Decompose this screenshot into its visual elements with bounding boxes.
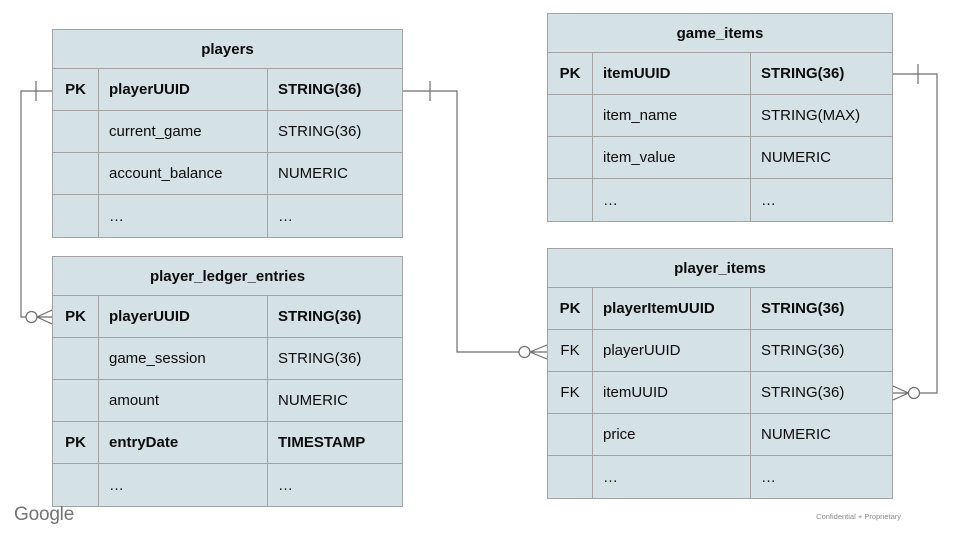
key-cell (53, 380, 99, 421)
table-row-ellipsis: … … (548, 456, 892, 498)
column-type-cell: … (278, 207, 293, 225)
crow-foot-many (529, 344, 548, 360)
table-row: price NUMERIC (548, 414, 892, 456)
column-name-cell: itemUUID (593, 372, 751, 413)
table-row: item_value NUMERIC (548, 137, 892, 179)
table-row: account_balance NUMERIC (53, 153, 402, 195)
column-type-cell: STRING(36) (278, 308, 362, 325)
table-title: game_items (548, 14, 892, 53)
key-cell (53, 464, 99, 506)
key-cell (53, 111, 99, 152)
key-cell: PK (548, 288, 593, 329)
key-cell (548, 137, 593, 178)
column-type-cell: NUMERIC (278, 165, 348, 182)
column-name-cell: item_value (593, 137, 751, 178)
column-name-cell: playerItemUUID (593, 288, 751, 329)
table-row-ellipsis: … … (548, 179, 892, 221)
column-name-cell: … (593, 456, 751, 498)
entity-table-game-items: game_items PK itemUUID STRING(36) item_n… (547, 13, 893, 222)
column-type-cell: … (761, 191, 776, 209)
key-cell (53, 153, 99, 194)
column-name-cell: … (99, 195, 268, 237)
key-cell: PK (53, 296, 99, 337)
entity-table-players: players PK playerUUID STRING(36) current… (52, 29, 403, 238)
table-row: amount NUMERIC (53, 380, 402, 422)
classification-label: Confidential + Proprietary (816, 512, 901, 521)
column-name-cell: playerUUID (99, 69, 268, 110)
table-row: item_name STRING(MAX) (548, 95, 892, 137)
key-cell (548, 456, 593, 498)
column-name-cell: itemUUID (593, 53, 751, 94)
crow-foot-many (36, 309, 53, 325)
column-type-cell: STRING(36) (761, 65, 845, 82)
relationship-players-to-ledger (20, 81, 53, 325)
column-type-cell: … (761, 468, 776, 486)
key-cell (53, 195, 99, 237)
column-type-cell: TIMESTAMP (278, 434, 366, 451)
table-row: PK playerItemUUID STRING(36) (548, 288, 892, 330)
key-cell: FK (548, 330, 593, 371)
entity-table-player-items: player_items PK playerItemUUID STRING(36… (547, 248, 893, 499)
table-row: game_session STRING(36) (53, 338, 402, 380)
column-name-cell: account_balance (99, 153, 268, 194)
column-type-cell: NUMERIC (278, 392, 348, 409)
column-name-cell: … (99, 464, 268, 506)
cardinality-zero-circle (907, 386, 921, 400)
cardinality-zero-circle (25, 310, 38, 324)
cardinality-zero-circle (518, 345, 531, 359)
key-cell: PK (53, 422, 99, 463)
table-row: FK playerUUID STRING(36) (548, 330, 892, 372)
crow-foot-many (892, 385, 909, 401)
column-name-cell: playerUUID (593, 330, 751, 371)
column-name-cell: game_session (99, 338, 268, 379)
table-row-ellipsis: … … (53, 195, 402, 237)
column-type-cell: … (278, 476, 293, 494)
column-name-cell: item_name (593, 95, 751, 136)
column-type-cell: STRING(36) (761, 384, 845, 401)
key-cell: PK (53, 69, 99, 110)
key-cell: PK (548, 53, 593, 94)
key-cell (548, 95, 593, 136)
key-cell (53, 338, 99, 379)
table-row-ellipsis: … … (53, 464, 402, 506)
column-name-cell: entryDate (99, 422, 268, 463)
column-type-cell: STRING(36) (278, 81, 362, 98)
google-logo: Google (14, 504, 75, 525)
column-name-cell: current_game (99, 111, 268, 152)
table-row: PK entryDate TIMESTAMP (53, 422, 402, 464)
table-title: player_items (548, 249, 892, 288)
column-type-cell: STRING(36) (761, 342, 845, 359)
key-cell (548, 179, 593, 221)
column-name-cell: playerUUID (99, 296, 268, 337)
entity-table-player-ledger-entries: player_ledger_entries PK playerUUID STRI… (52, 256, 403, 507)
column-type-cell: STRING(MAX) (761, 107, 861, 124)
table-row: current_game STRING(36) (53, 111, 402, 153)
column-type-cell: STRING(36) (278, 350, 362, 367)
relationship-players-to-player-items (403, 81, 548, 360)
relationship-game-items-to-player-items (892, 64, 938, 401)
table-row: PK playerUUID STRING(36) (53, 69, 402, 111)
column-type-cell: STRING(36) (278, 123, 362, 140)
table-row: PK itemUUID STRING(36) (548, 53, 892, 95)
table-row: PK playerUUID STRING(36) (53, 296, 402, 338)
table-row: FK itemUUID STRING(36) (548, 372, 892, 414)
key-cell: FK (548, 372, 593, 413)
column-name-cell: … (593, 179, 751, 221)
column-name-cell: price (593, 414, 751, 455)
column-type-cell: NUMERIC (761, 149, 831, 166)
key-cell (548, 414, 593, 455)
table-title: player_ledger_entries (53, 257, 402, 296)
column-type-cell: STRING(36) (761, 300, 845, 317)
column-name-cell: amount (99, 380, 268, 421)
table-title: players (53, 30, 402, 69)
column-type-cell: NUMERIC (761, 426, 831, 443)
